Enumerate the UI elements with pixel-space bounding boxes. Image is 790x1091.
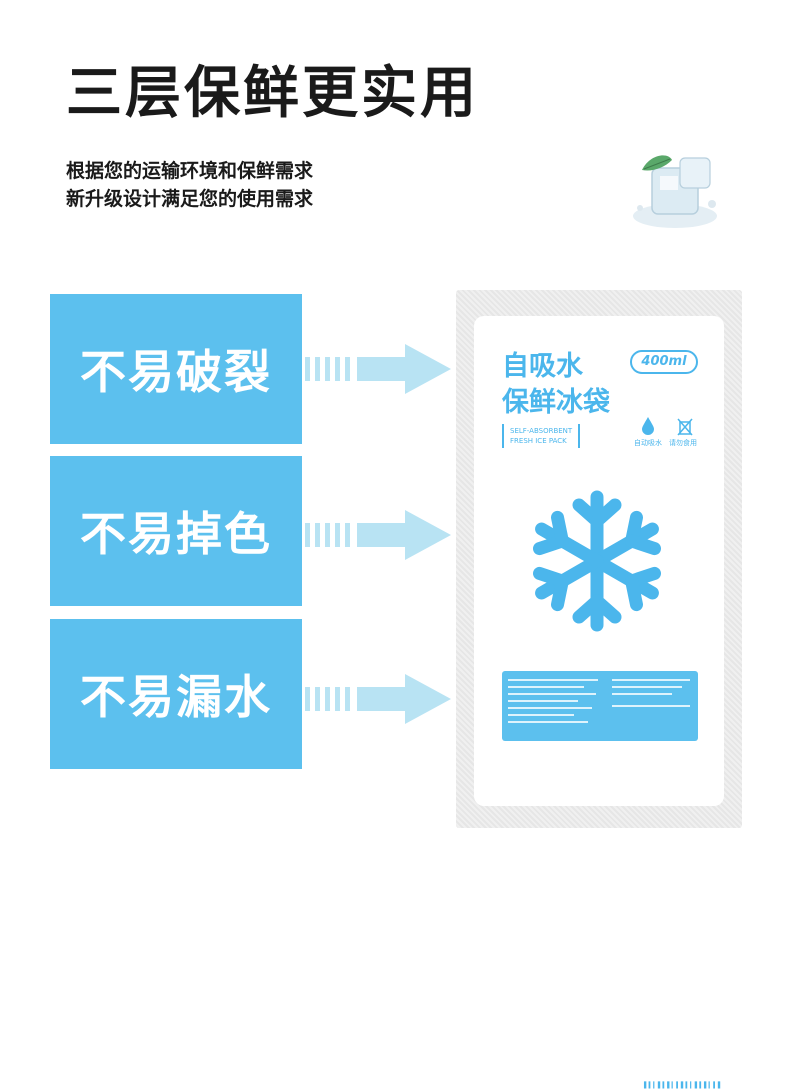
- subtitle-line-1: 根据您的运输环境和保鲜需求: [66, 160, 314, 182]
- feature-box-no-fade: 不易掉色: [50, 456, 302, 606]
- product-name-line-2: 保鲜冰袋: [502, 387, 610, 418]
- product-info-box: ▌▍▎▌▍▌▎▍▌▍▎▌▍▌▎▍▌: [502, 671, 722, 1091]
- arrow-right-icon: [305, 344, 451, 394]
- barcode: ▌▍▎▌▍▌▎▍▌▍▎▌▍▌▎▍▌: [644, 1081, 723, 1091]
- feature-label: 不易掉色: [80, 507, 272, 561]
- feature-box-no-leak: 不易漏水: [50, 619, 302, 769]
- do-not-eat-icon: [677, 418, 693, 436]
- page-title: 三层保鲜更实用: [66, 61, 479, 126]
- arrow-right-icon: [305, 510, 451, 560]
- ice-pack-label: 自吸水 保鲜冰袋 400ml SELF-ABSORBENT FRESH ICE …: [474, 316, 724, 1091]
- feature-label: 不易漏水: [80, 670, 272, 724]
- ice-pack-product-image: 自吸水 保鲜冰袋 400ml SELF-ABSORBENT FRESH ICE …: [456, 290, 742, 1091]
- english-line-2: FRESH ICE PACK: [510, 437, 567, 445]
- arrow-right-icon: [305, 674, 451, 724]
- water-drop-icon: [642, 417, 654, 435]
- ice-cube-mint-icon: [633, 155, 717, 228]
- icon-label-no-eat: 请勿食用: [669, 439, 697, 447]
- feature-label: 不易破裂: [80, 345, 272, 399]
- icon-label-absorb: 自动吸水: [634, 439, 662, 447]
- feature-box-no-break: 不易破裂: [50, 294, 302, 444]
- volume-badge: 400ml: [630, 350, 698, 374]
- english-line-1: SELF-ABSORBENT: [510, 427, 573, 435]
- subtitle-line-2: 新升级设计满足您的使用需求: [66, 188, 314, 210]
- snowflake-icon: [522, 490, 672, 636]
- product-name-line-1: 自吸水: [502, 351, 583, 382]
- english-product-name: SELF-ABSORBENT FRESH ICE PACK: [502, 424, 581, 448]
